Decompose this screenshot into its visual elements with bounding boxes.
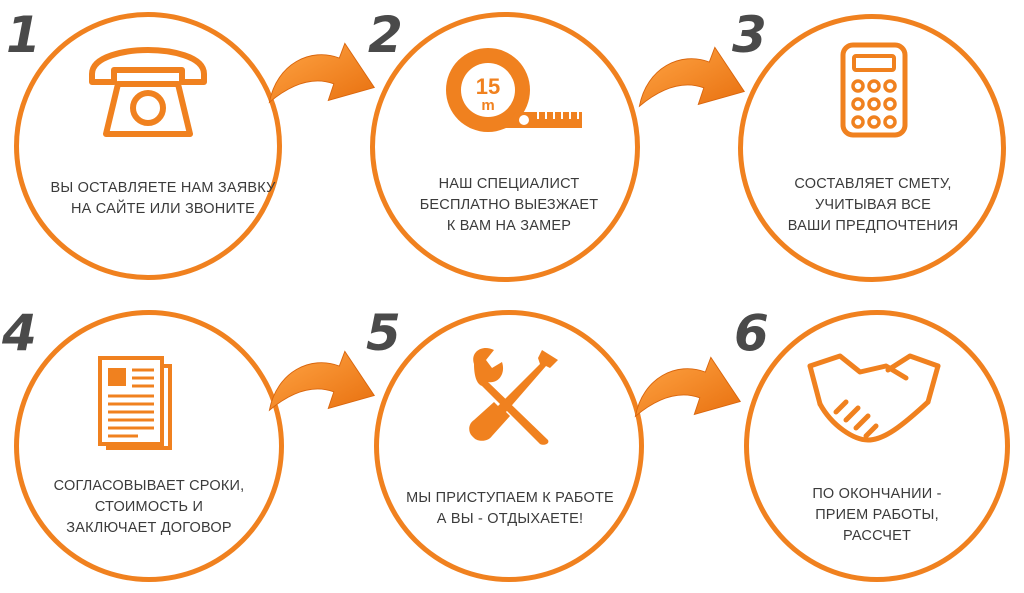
step-text-line: НА САЙТЕ ИЛИ ЗВОНИТЕ xyxy=(70,201,255,217)
step-circle xyxy=(738,14,1006,282)
step-6: 6 ПО ОКОНЧАНИИ - ПРИЕМ РАБОТЫ, РАССЧЕТ xyxy=(734,300,1024,593)
step-text-line: БЕСПЛАТНО ВЫЕЗЖАЕТ xyxy=(419,197,599,213)
step-text-line: МЫ ПРИСТУПАЕМ К РАБОТЕ xyxy=(406,490,614,506)
curved-arrow-icon xyxy=(258,344,382,436)
step-text-line: ПО ОКОНЧАНИИ - xyxy=(812,486,942,502)
step-text-line: ЗАКЛЮЧАЕТ ДОГОВОР xyxy=(66,520,232,536)
step-text-line: СОГЛАСОВЫВАЕТ СРОКИ, xyxy=(53,478,245,494)
step-text-line: СОСТАВЛЯЕТ СМЕТУ, xyxy=(794,176,952,192)
step-circle xyxy=(370,12,640,282)
step-circle xyxy=(744,310,1010,582)
step-number: 1 xyxy=(6,6,41,64)
step-text: СОГЛАСОВЫВАЕТ СРОКИ, СТОИМОСТЬ И ЗАКЛЮЧА… xyxy=(8,476,290,539)
tape-label-unit: m xyxy=(481,97,494,114)
handshake-icon xyxy=(807,353,941,443)
step-text: НАШ СПЕЦИАЛИСТ БЕСПЛАТНО ВЫЕЗЖАЕТ К ВАМ … xyxy=(364,174,654,237)
step-number: 4 xyxy=(2,304,37,362)
step-number: 2 xyxy=(368,6,403,64)
step-text-line: СТОИМОСТЬ И xyxy=(94,499,204,515)
step-text-line: ВЫ ОСТАВЛЯЕТЕ НАМ ЗАЯВКУ xyxy=(50,180,276,196)
step-number: 5 xyxy=(366,304,401,362)
step-text: СОСТАВЛЯЕТ СМЕТУ, УЧИТЫВАЯ ВСЕ ВАШИ ПРЕД… xyxy=(738,174,1008,237)
step-circle xyxy=(374,310,644,582)
step-text-line: НАШ СПЕЦИАЛИСТ xyxy=(438,176,580,192)
telephone-icon xyxy=(89,47,207,137)
tape-label-value: 15 xyxy=(476,74,500,99)
step-text-line: РАССЧЕТ xyxy=(842,528,912,544)
step-text: МЫ ПРИСТУПАЕМ К РАБОТЕ А ВЫ - ОТДЫХАЕТЕ! xyxy=(372,488,648,530)
step-text-line: А ВЫ - ОТДЫХАЕТЕ! xyxy=(436,511,584,527)
step-5: 5 МЫ ПРИСТУПАЕМ К РАБОТЕ А ВЫ - ОТДЫХАЕТ… xyxy=(366,300,660,593)
step-1: 1 ВЫ ОСТАВЛЯЕТЕ НАМ ЗАЯВКУ НА САЙТЕ ИЛИ … xyxy=(0,0,330,290)
step-text-line: ВАШИ ПРЕДПОЧТЕНИЯ xyxy=(787,218,959,234)
step-4: 4 СОГЛАСОВЫВАЕТ СРОКИ, СТОИМОСТЬ И ЗАКЛЮ… xyxy=(0,300,330,593)
curved-arrow-icon xyxy=(258,36,382,128)
step-text-line: К ВАМ НА ЗАМЕР xyxy=(446,218,572,234)
step-number: 3 xyxy=(732,6,767,64)
tools-icon xyxy=(469,347,558,445)
calculator-icon xyxy=(840,42,908,138)
step-number: 6 xyxy=(734,304,769,362)
step-3: 3 СОСТАВЛЯЕТ СМЕТУ, УЧИТЫВАЯ ВСЕ ВАШИ ПР… xyxy=(732,0,1024,290)
curved-arrow-icon xyxy=(624,350,748,442)
tape-measure-icon: 15 m xyxy=(446,48,582,132)
step-2: 2 15 m НАШ СПЕЦИАЛИСТ БЕСПЛАТНО ВЫЕЗЖАЕТ… xyxy=(368,0,660,290)
step-text-line: ПРИЕМ РАБОТЫ, xyxy=(815,507,939,523)
step-text: ВЫ ОСТАВЛЯЕТЕ НАМ ЗАЯВКУ НА САЙТЕ ИЛИ ЗВ… xyxy=(0,178,328,220)
step-text-line: УЧИТЫВАЯ ВСЕ xyxy=(814,197,932,213)
document-icon xyxy=(98,356,172,450)
step-text: ПО ОКОНЧАНИИ - ПРИЕМ РАБОТЫ, РАССЧЕТ xyxy=(744,484,1010,547)
step-circle xyxy=(14,12,282,280)
